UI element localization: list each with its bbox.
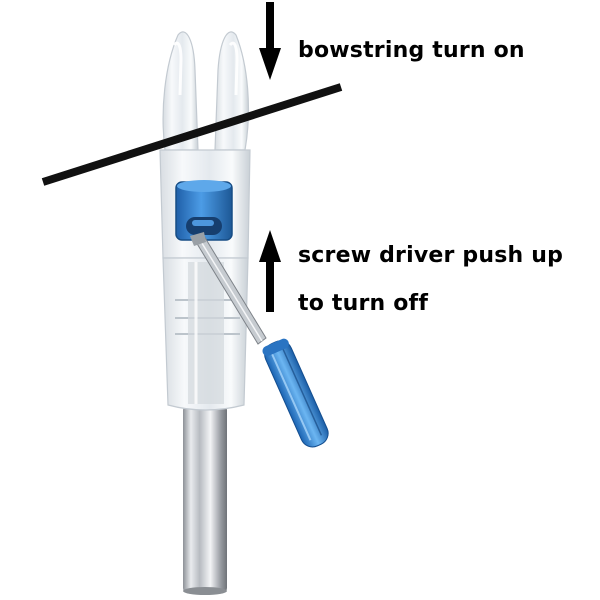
arrow-shaft	[183, 405, 227, 595]
screwdriver-caption-line1: screw driver push up	[298, 243, 564, 268]
arrow-down-icon	[259, 2, 281, 80]
bowstring-caption: bowstring turn on	[298, 38, 525, 63]
led-switch	[175, 180, 233, 241]
arrow-up-icon	[259, 230, 281, 312]
bowstring	[41, 83, 343, 186]
screwdriver-caption-line2: to turn off	[298, 291, 429, 316]
screwdriver	[190, 232, 329, 448]
